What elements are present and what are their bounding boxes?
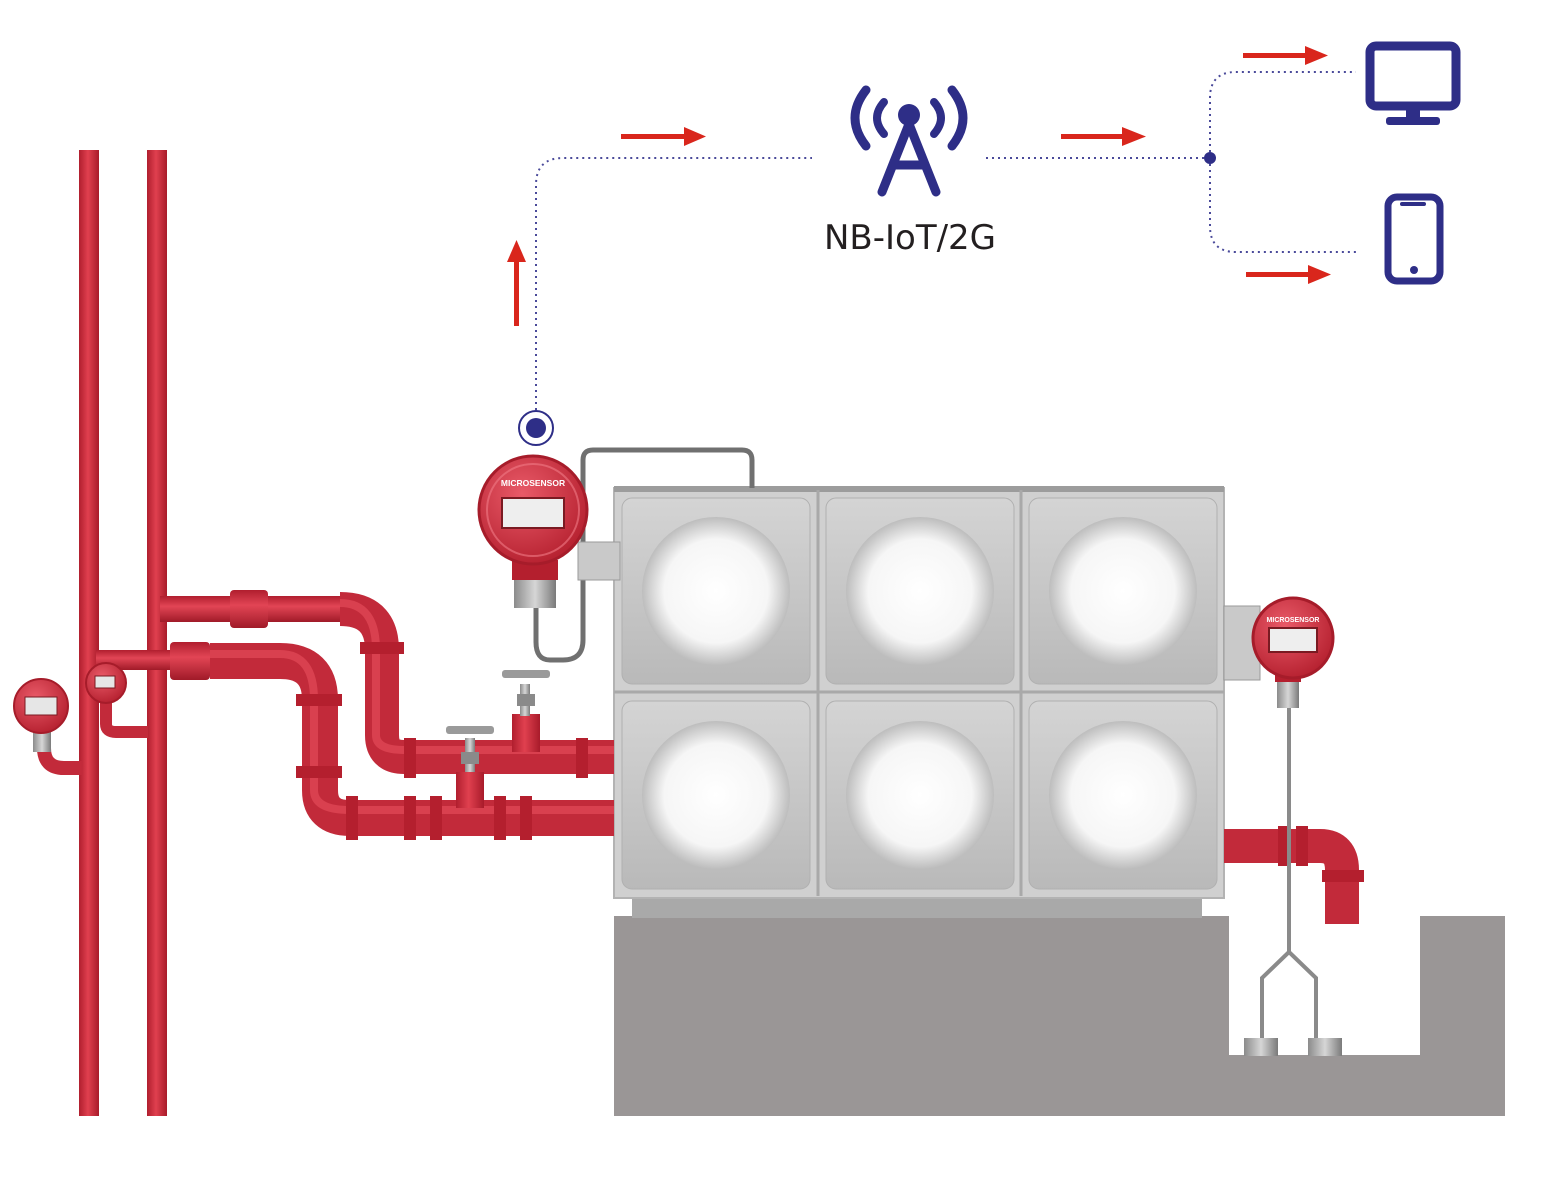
arrow-to-tower	[621, 127, 706, 146]
tank-panel	[1028, 497, 1218, 685]
upper-pipe	[160, 590, 614, 778]
flow-arrows	[507, 46, 1331, 326]
sensor-signal-node	[518, 410, 554, 446]
tank-panel	[621, 497, 811, 685]
sensor-brand-label: MICROSENSOR	[1267, 617, 1320, 624]
hub-to-phone-line	[1209, 158, 1356, 253]
lower-pipe	[96, 642, 614, 840]
outlet-pipe	[1224, 826, 1364, 924]
pressure-gauge-left	[13, 678, 69, 752]
tank-panel	[825, 700, 1015, 890]
level-transmitter: MICROSENSOR	[1223, 596, 1342, 1056]
hub-node	[1204, 152, 1216, 164]
network-label: NB-IoT/2G	[823, 218, 997, 258]
arrow-from-tower	[1061, 127, 1146, 146]
vertical-riser-pipes	[79, 150, 167, 1116]
cell-tower-icon	[850, 85, 968, 197]
monitor-icon	[1365, 41, 1461, 125]
tank-panel	[1028, 700, 1218, 890]
water-tank	[613, 486, 1225, 918]
sensor-uplink-line	[535, 157, 812, 410]
tank-panel	[621, 700, 811, 890]
gate-valve	[502, 670, 550, 752]
tank-panel	[825, 497, 1015, 685]
sensor-brand-label: MICROSENSOR	[501, 478, 565, 488]
arrow-to-monitor	[1243, 46, 1328, 65]
hub-to-monitor-line	[1209, 71, 1356, 158]
gate-valve	[446, 726, 494, 808]
tank-base	[614, 916, 1505, 1116]
pressure-transmitter-main: MICROSENSOR	[477, 447, 755, 663]
pressure-gauge-small	[85, 662, 127, 704]
arrow-up	[507, 240, 526, 326]
data-link-lines	[535, 71, 1356, 410]
arrow-to-phone	[1246, 265, 1331, 284]
smartphone-icon	[1384, 193, 1444, 285]
